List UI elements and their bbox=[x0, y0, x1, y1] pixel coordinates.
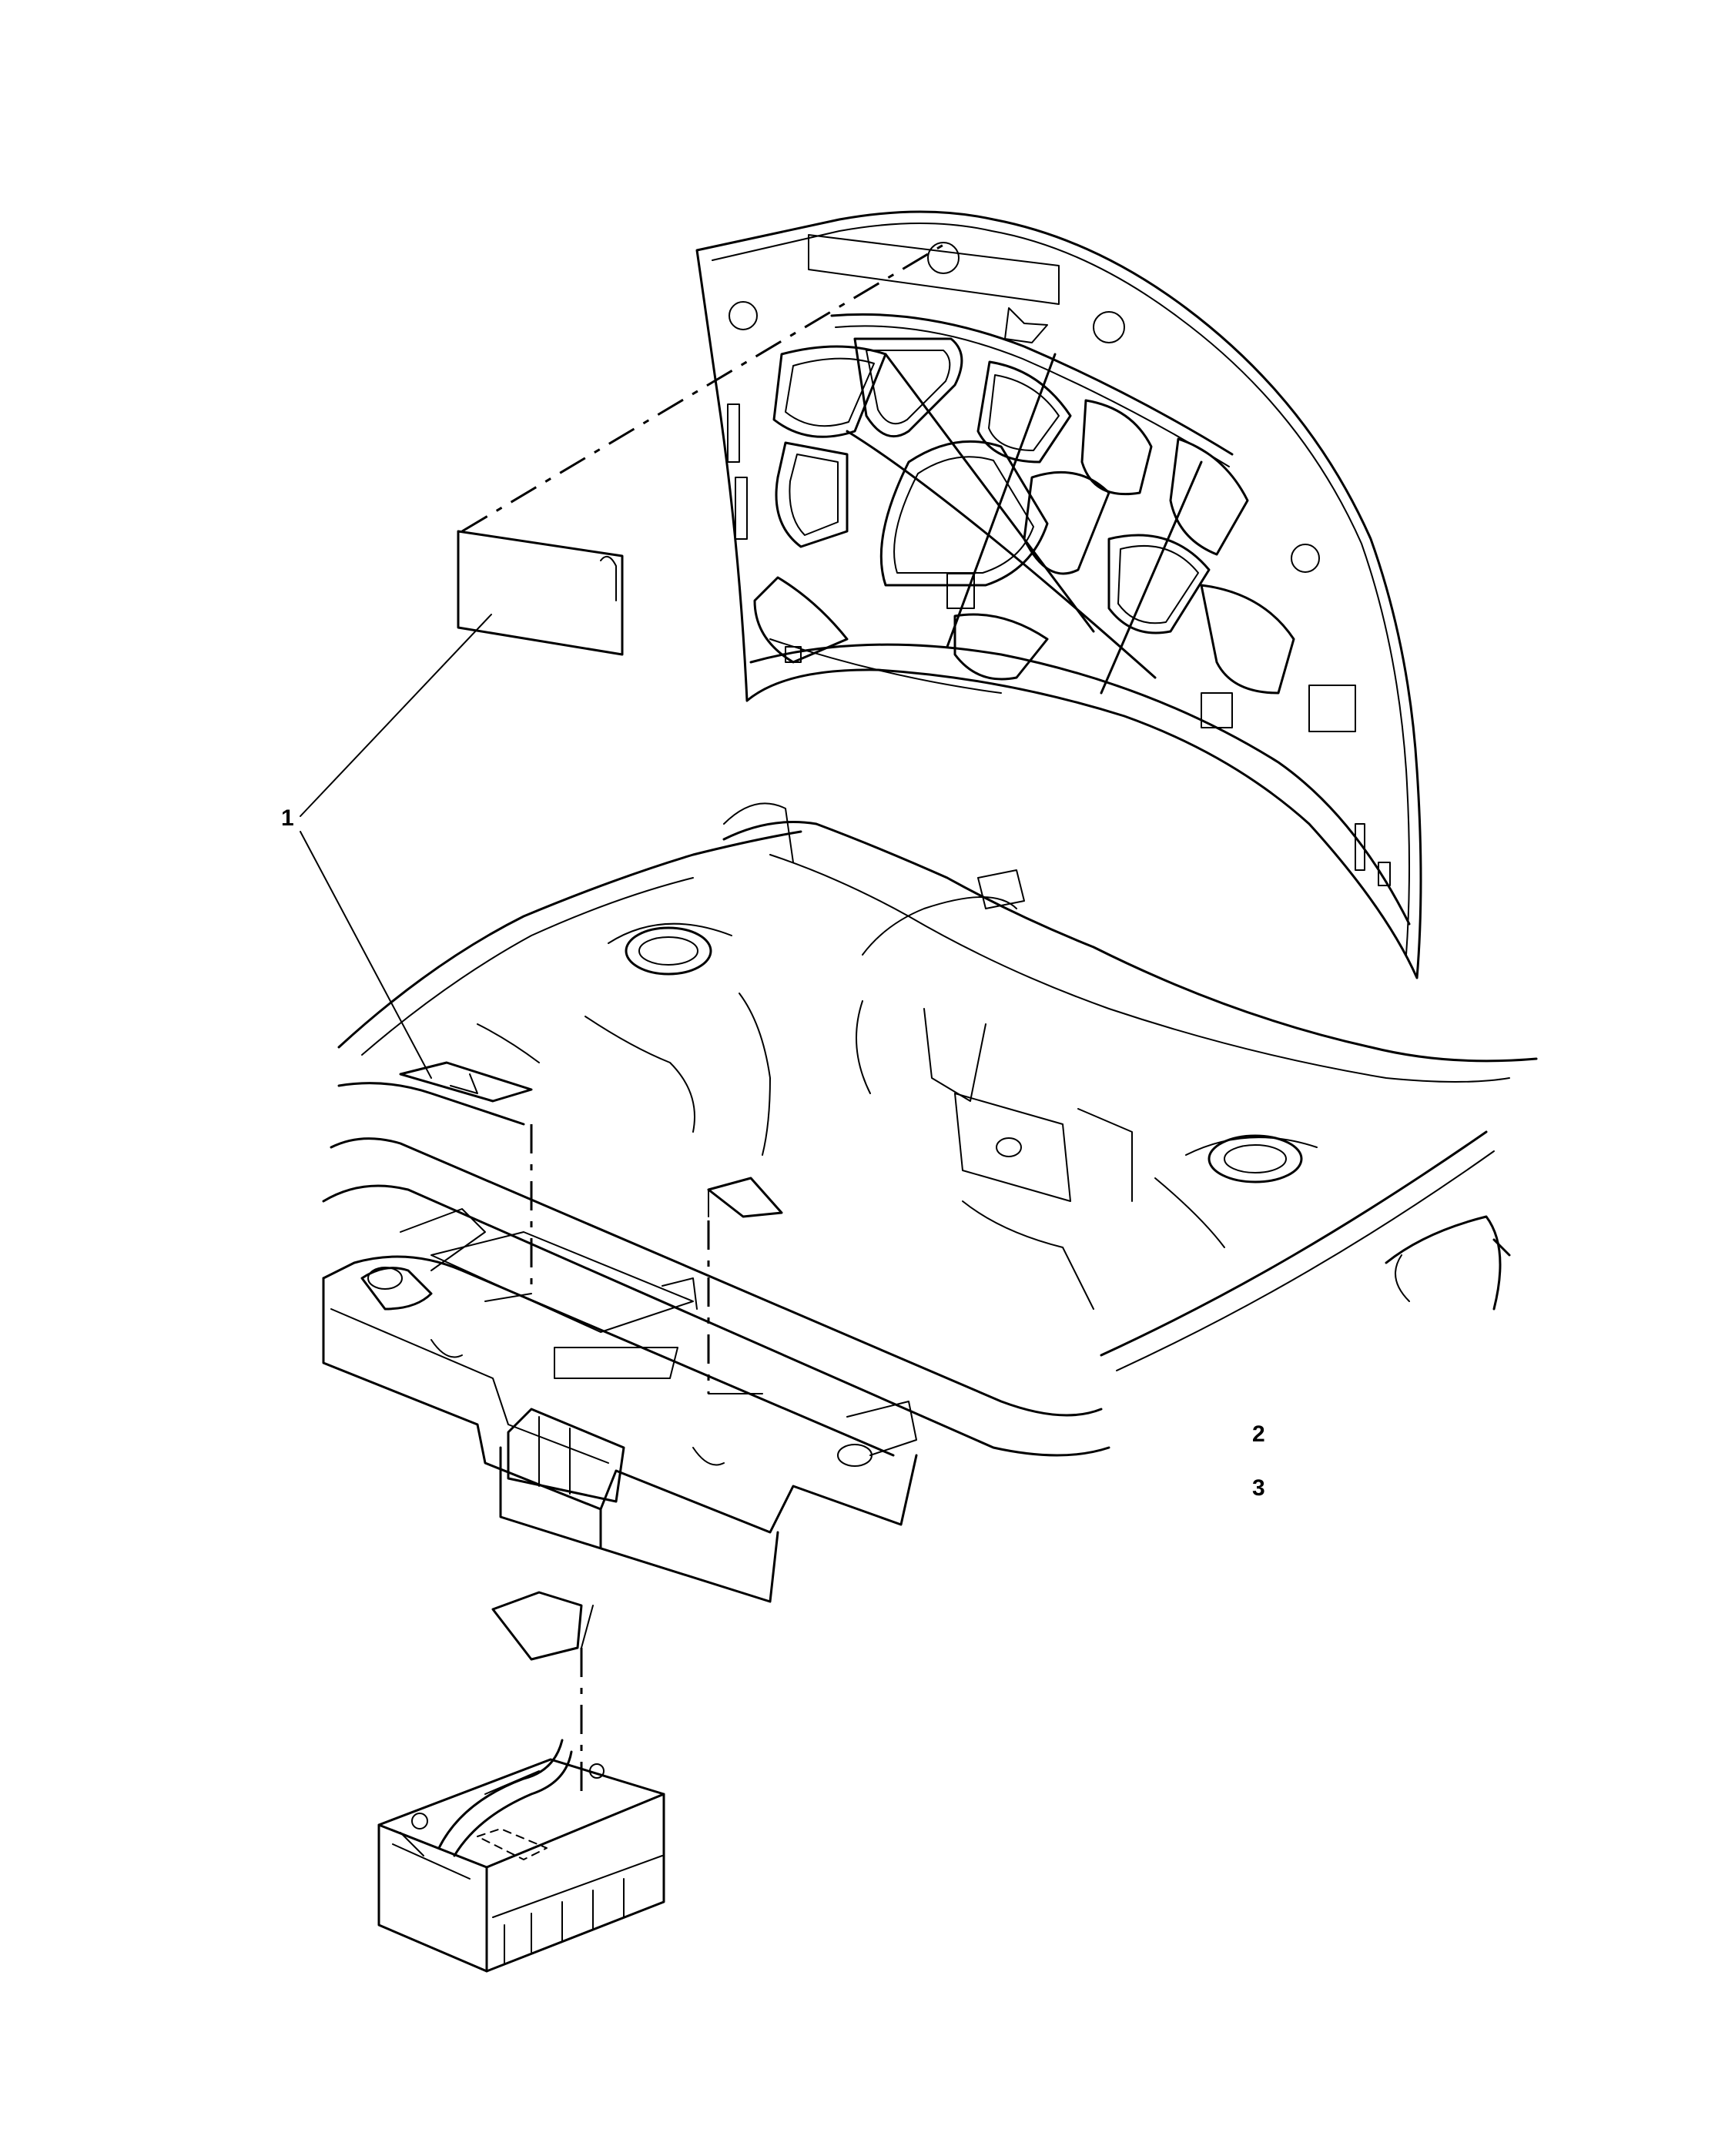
engine-bay-icon bbox=[337, 802, 1538, 1371]
callout-2: 2 bbox=[1252, 1421, 1265, 1447]
callout-3: 3 bbox=[1252, 1475, 1265, 1501]
label-sticker-icon bbox=[457, 530, 624, 656]
label-sticker-icon bbox=[491, 1591, 583, 1661]
leader-lines bbox=[300, 243, 944, 1802]
radiator-support-icon bbox=[322, 1061, 1110, 1603]
hood-inner-panel-icon bbox=[695, 210, 1422, 979]
callout-1: 1 bbox=[281, 805, 294, 831]
battery-icon bbox=[377, 1739, 665, 1973]
